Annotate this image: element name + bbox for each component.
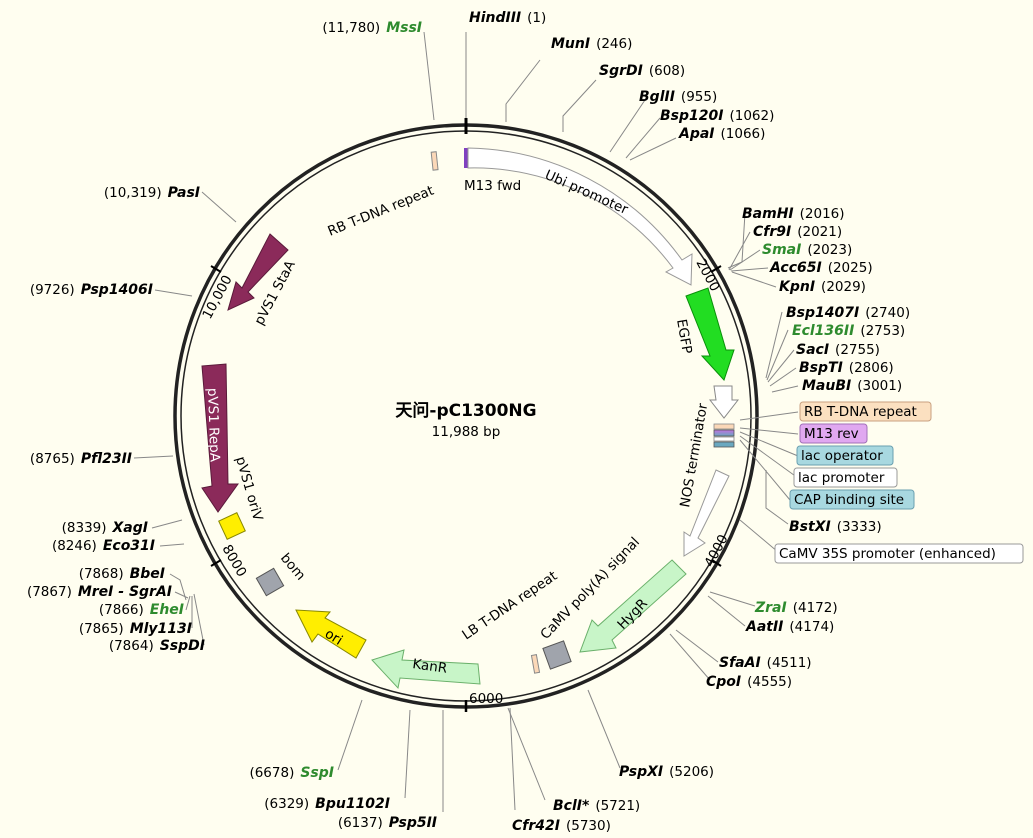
svg-text:lac promoter: lac promoter [798, 470, 885, 486]
site-cfr42i: Cfr42I(5730) [512, 818, 611, 834]
site-bstxi: BstXI(3333) [789, 519, 882, 535]
bom-marker [255, 567, 285, 597]
site-smai: SmaI(2023) [762, 242, 852, 258]
site-labels: HindIII(1) MunI(246) SgrDI(608) BglII(95… [27, 10, 910, 834]
label-egfp: EGFP [673, 318, 695, 355]
site-acc65i: Acc65I(2025) [769, 260, 873, 276]
site-pspxi: PspXI(5206) [619, 764, 714, 780]
pvs1-oriv-marker [218, 512, 246, 540]
tick-6000: 6000 [469, 691, 503, 707]
site-kpni: KpnI(2029) [779, 279, 866, 295]
tick-10000-mark [210, 265, 222, 273]
site-pfl23ii: (8765)Pfl23II [30, 451, 132, 467]
label-pvs1-repa: pVS1 RepA [204, 388, 223, 463]
boxed-label-camv35s: CaMV 35S promoter (enhanced) [774, 543, 1024, 564]
boxed-label-lac-operator: lac operator [796, 445, 894, 466]
terminator-small-arrow [708, 385, 740, 419]
site-bbei: (7868)BbeI [79, 566, 165, 582]
site-sfaai: SfaAI(4511) [719, 655, 812, 671]
site-mly113i: (7865)Mly113I [79, 621, 192, 637]
boxed-label-m13-rev: M13 rev [799, 423, 868, 444]
svg-text:CAP binding site: CAP binding site [794, 492, 904, 508]
site-bspti: BspTI(2806) [799, 360, 894, 376]
plasmid-name: 天问-pC1300NG [395, 400, 536, 421]
boxed-label-rb-tdna: RB T-DNA repeat [799, 401, 932, 422]
leader-lines [133, 31, 799, 812]
label-m13-fwd: M13 fwd [464, 178, 521, 194]
tick-4000: 4000 [701, 532, 731, 570]
site-cpoi: CpoI(4555) [706, 674, 792, 690]
tick-8000-mark [210, 559, 222, 567]
site-bsp120i: Bsp120I(1062) [660, 108, 774, 124]
site-apai: ApaI(1066) [678, 126, 765, 142]
site-muni: MunI(246) [551, 36, 632, 52]
site-bamhi: BamHI(2016) [742, 206, 845, 222]
site-ehei: (7866)EheI [99, 602, 184, 618]
site-bcli: BclI*(5721) [553, 798, 640, 814]
label-bom: bom [277, 550, 309, 583]
svg-text:RB T-DNA repeat: RB T-DNA repeat [804, 404, 917, 420]
site-bpu1102i: (6329)Bpu1102I [264, 796, 390, 812]
tick-4000-mark [711, 559, 722, 567]
boxed-label-cap-binding: CAP binding site [789, 489, 915, 510]
label-rb-tdna: RB T-DNA repeat [326, 183, 437, 240]
site-aatii: AatII(4174) [745, 619, 834, 635]
camv-polya-marker [542, 640, 572, 670]
kanr-arrow [371, 649, 481, 690]
label-ori: ori [322, 626, 345, 649]
site-maubi: MauBI(3001) [802, 378, 902, 394]
svg-text:lac operator: lac operator [801, 448, 883, 464]
nos-terminator-arrow [683, 469, 730, 557]
svg-text:M13 rev: M13 rev [804, 426, 859, 442]
rb-tdna-repeat-marker [430, 151, 439, 171]
label-nos-terminator: NOS terminator [677, 402, 711, 509]
lb-tdna-marker [530, 654, 541, 674]
site-mrei-sgrai: (7867)MreI - SgrAI [27, 584, 172, 600]
site-hindiii: HindIII(1) [469, 10, 546, 26]
site-mssi: (11,780)MssI [322, 20, 422, 36]
ubi-promoter-arrow [467, 147, 693, 286]
hygr-arrow [579, 559, 687, 653]
egfp-arrow [685, 287, 735, 381]
boxed-label-lac-promoter: lac promoter [793, 467, 898, 488]
site-eco31i: (8246)Eco31I [52, 538, 155, 554]
pvs1-repa-arrow [201, 363, 239, 513]
tick-2000-mark [710, 265, 722, 273]
plasmid-length: 11,988 bp [432, 424, 501, 440]
tick-10000: 10,000 [199, 273, 235, 322]
label-kanr: KanR [411, 656, 448, 677]
site-zrai: ZraI(4172) [754, 600, 838, 616]
site-sspdi: (7864)SspDI [109, 638, 205, 654]
site-bglii: BglII(955) [639, 89, 717, 105]
svg-text:CaMV 35S promoter (enhanced): CaMV 35S promoter (enhanced) [779, 546, 996, 562]
site-sspi: (6678)SspI [249, 765, 334, 781]
site-psp1406i: (9726)Psp1406I [30, 282, 153, 298]
site-pasi: (10,319)PasI [104, 185, 200, 201]
site-bsp1407i: Bsp1407I(2740) [786, 305, 910, 321]
ori-arrow [295, 609, 367, 659]
site-psp5ii: (6137)Psp5II [338, 815, 437, 831]
site-xagi: (8339)XagI [62, 520, 148, 536]
site-ecl136ii: Ecl136II(2753) [792, 323, 905, 339]
site-cfr9i: Cfr9I(2021) [753, 224, 842, 240]
m13-fwd-marker [464, 148, 468, 168]
pvs1-staa-arrow [227, 233, 289, 311]
site-sgrdi: SgrDI(608) [599, 63, 685, 79]
site-saci: SacI(2755) [796, 342, 880, 358]
lac-cluster [713, 423, 735, 448]
